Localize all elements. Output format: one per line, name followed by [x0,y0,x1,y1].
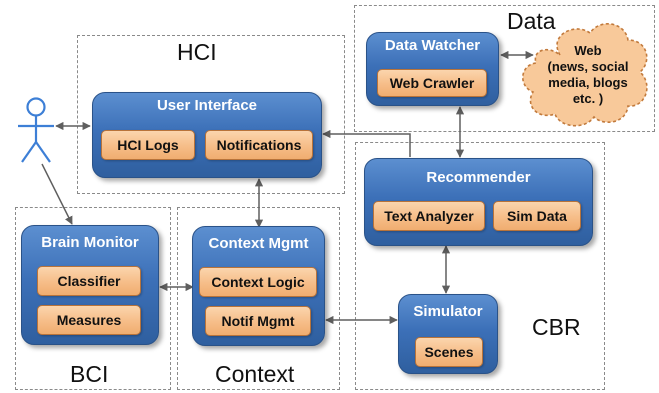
notifications-component: Notifications [205,130,313,160]
context-logic-component: Context Logic [199,267,317,297]
simulator-module: Simulator Scenes [398,294,498,374]
arrow-recommender-to-user-interface [322,129,411,157]
web-crawler-component: Web Crawler [377,69,487,97]
context-mgmt-module: Context Mgmt Context Logic Notif Mgmt [192,226,325,346]
user-interface-module: User Interface HCI Logs Notifications [92,92,322,178]
module-title: Brain Monitor [41,234,139,251]
region-label-bci: BCI [70,361,109,387]
web-cloud-line: media, blogs [548,75,628,90]
module-title: Simulator [413,303,483,320]
recommender-module: Recommender Text Analyzer Sim Data [364,158,593,246]
region-label-hci: HCI [177,39,217,65]
web-cloud-line: Web [574,43,602,58]
cloud-icon [522,23,648,127]
region-hci [77,35,345,194]
scenes-component: Scenes [415,337,483,367]
region-label-context: Context [215,361,295,387]
text-analyzer-component: Text Analyzer [373,201,485,231]
stick-figure-user-icon [18,97,54,163]
hci-logs-component: HCI Logs [101,130,195,160]
module-title: Context Mgmt [208,235,309,252]
notif-mgmt-component: Notif Mgmt [205,306,311,336]
web-cloud-label: Web (news, social media, blogs etc. ) [540,43,636,107]
module-title: Recommender [426,169,531,186]
region-label-cbr: CBR [532,314,581,340]
data-watcher-module: Data Watcher Web Crawler [366,32,499,106]
region-label-data: Data [507,8,556,34]
region-data [354,5,655,132]
region-cbr [355,142,605,390]
web-cloud-line: etc. ) [572,91,604,106]
module-title: User Interface [156,97,258,114]
sim-data-component: Sim Data [493,201,581,231]
module-title: Data Watcher [384,37,481,54]
arrow-user-to-brain-monitor [41,163,73,225]
region-bci [15,207,171,390]
brain-monitor-module: Brain Monitor Classifier Measures [21,225,159,345]
classifier-component: Classifier [37,266,141,296]
measures-component: Measures [37,305,141,335]
web-cloud-line: (news, social [547,59,629,74]
